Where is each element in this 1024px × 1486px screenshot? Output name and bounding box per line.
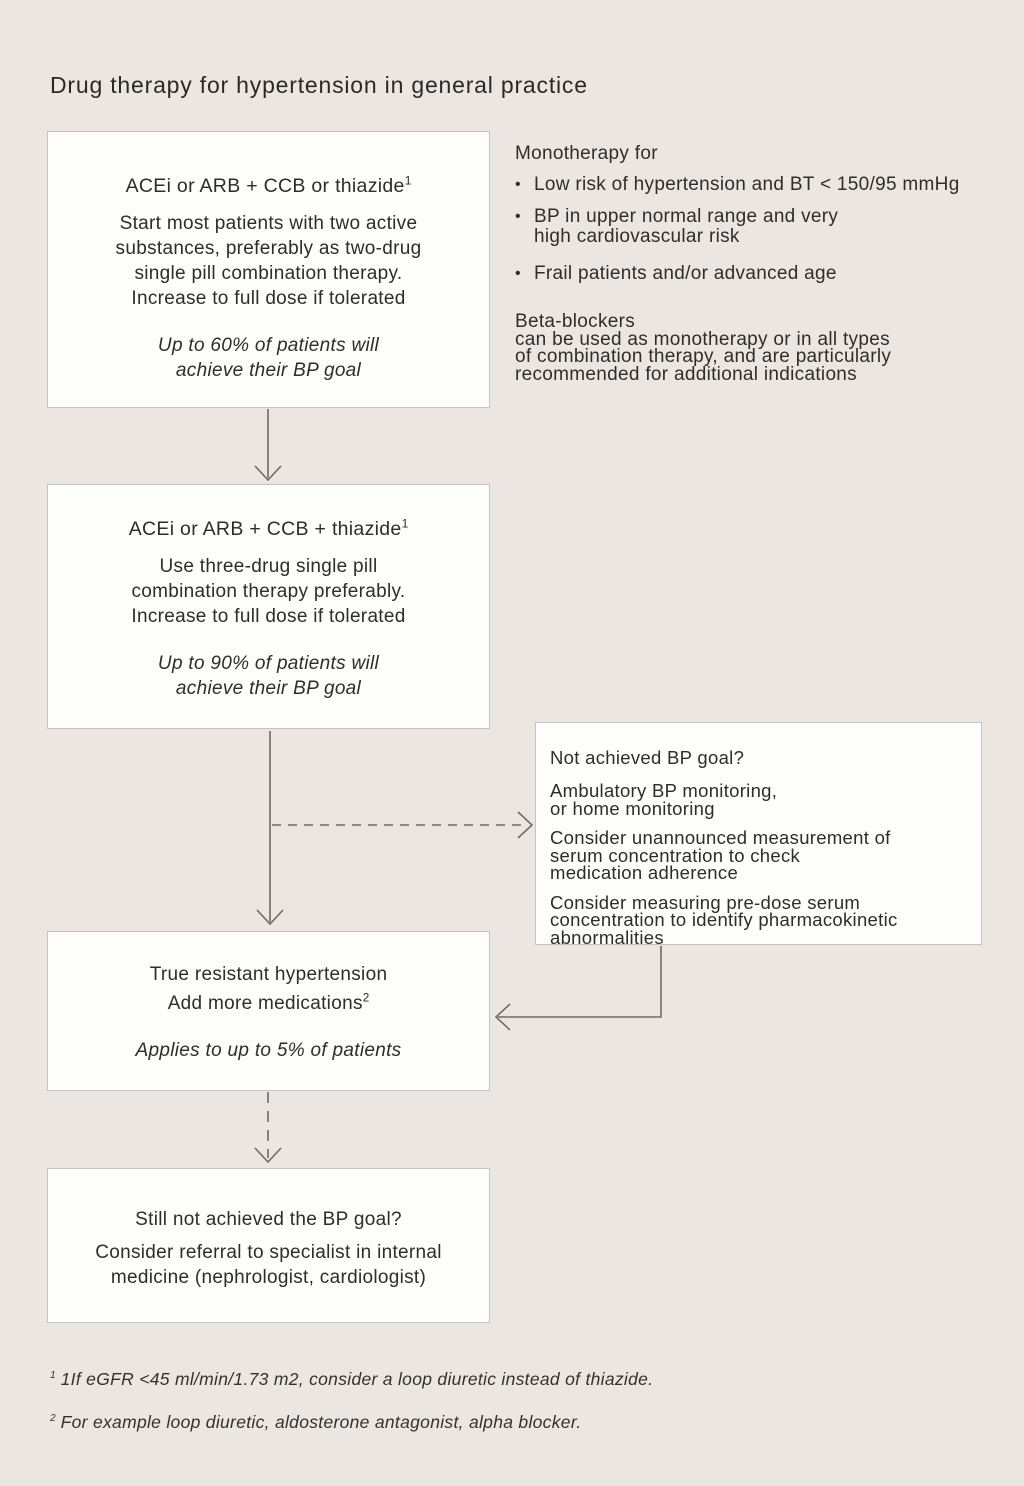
beta-blockers-heading: Beta-blockers — [515, 311, 636, 332]
monitoring-paragraph-1: Ambulatory BP monitoring, or home monito… — [550, 780, 778, 819]
step2-heading: ACEi or ARB + CCB + thiazide1 — [128, 516, 409, 540]
list-item: • Frail patients and/or advanced age — [515, 264, 1020, 284]
list-item: • Low risk of hypertension and BT < 150/… — [515, 175, 1020, 195]
step3-box: True resistant hypertension Add more med… — [47, 931, 490, 1091]
bullet-icon: • — [515, 208, 521, 225]
monitoring-heading: Not achieved BP goal? — [550, 747, 745, 768]
footnote-ref-1: 1 — [404, 173, 412, 188]
arrow-step3-to-step4-dashed-icon — [254, 1092, 282, 1164]
arrow-monitoring-to-step3-icon — [494, 946, 662, 1031]
beta-blockers-note: Beta-blockers can be used as monotherapy… — [515, 311, 1020, 385]
arrow-step2-to-step3-icon — [256, 731, 284, 926]
monotherapy-bullet-3: Frail patients and/or advanced age — [534, 263, 837, 284]
step4-line1: Still not achieved the BP goal? — [135, 1209, 402, 1230]
page-title: Drug therapy for hypertension in general… — [50, 72, 588, 99]
step3-line1: True resistant hypertension — [149, 964, 388, 985]
step2-note: Up to 90% of patients will achieve their… — [157, 653, 380, 699]
step2-box: ACEi or ARB + CCB + thiazide1 Use three-… — [47, 484, 490, 729]
step3-line2: Add more medications2 — [167, 991, 370, 1014]
footnote-ref-2: 2 — [362, 991, 370, 1005]
monotherapy-bullet-2: BP in upper normal range and very high c… — [534, 206, 839, 247]
step1-note: Up to 60% of patients will achieve their… — [157, 335, 380, 381]
monitoring-paragraph-3: Consider measuring pre-dose serum concen… — [550, 891, 898, 948]
bullet-icon: • — [515, 176, 521, 193]
monotherapy-list: • Low risk of hypertension and BT < 150/… — [515, 175, 1020, 284]
step4-body: Consider referral to specialist in inter… — [95, 1242, 442, 1288]
monitoring-box: Not achieved BP goal? Ambulatory BP moni… — [535, 722, 982, 948]
monitoring-paragraph-2: Consider unannounced measurement of seru… — [550, 827, 891, 883]
step2-body: Use three-drug single pill combination t… — [131, 556, 406, 627]
monotherapy-note: Monotherapy for • Low risk of hypertensi… — [515, 144, 1020, 296]
monotherapy-bullet-1: Low risk of hypertension and BT < 150/95… — [534, 174, 960, 195]
arrow-step1-to-step2-icon — [254, 409, 282, 482]
footnote-ref-1: 1 — [401, 516, 409, 531]
beta-blockers-body: can be used as monotherapy or in all typ… — [515, 328, 892, 385]
arrow-step2-to-monitoring-dashed-icon — [272, 811, 534, 839]
bullet-icon: • — [515, 265, 521, 282]
monotherapy-heading: Monotherapy for — [515, 143, 658, 164]
list-item: • BP in upper normal range and very high… — [515, 207, 1020, 247]
step4-box: Still not achieved the BP goal? Consider… — [47, 1168, 490, 1323]
footnote-2-marker: 2 — [50, 1413, 56, 1425]
step1-heading: ACEi or ARB + CCB or thiazide1 — [125, 173, 412, 197]
step1-body: Start most patients with two active subs… — [115, 213, 422, 309]
step1-box: ACEi or ARB + CCB or thiazide1 Start mos… — [47, 131, 490, 408]
footnote-1-marker: 1 — [50, 1370, 56, 1382]
step3-note: Applies to up to 5% of patients — [135, 1040, 402, 1061]
